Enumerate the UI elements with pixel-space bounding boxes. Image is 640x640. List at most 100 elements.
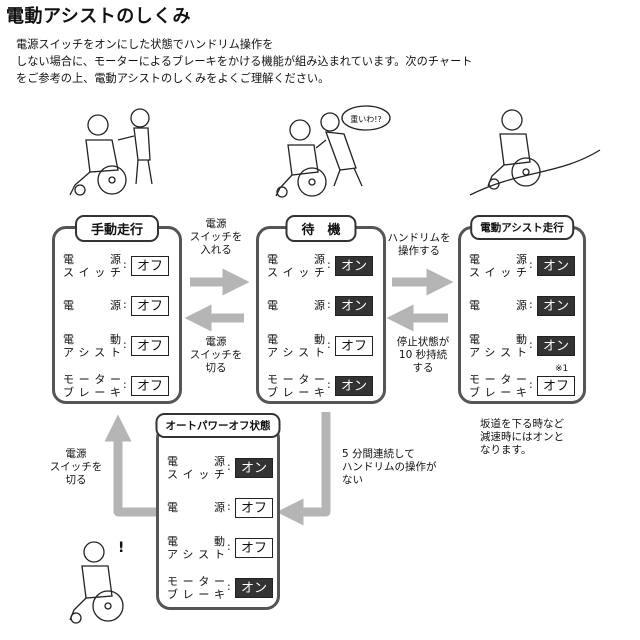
row-label: ブレーキ	[469, 386, 527, 399]
note-line: なります。	[480, 444, 532, 456]
row-assist: 電 動アシスト : オフ	[167, 535, 275, 565]
state-card-standby: 待 機 電 源スイッチ : オン 電 源 : オン 電 動アシスト : オフ モ…	[256, 215, 386, 404]
value-badge: オフ	[131, 376, 169, 396]
value-badge: オン	[335, 256, 373, 276]
state-card-manual: 手動走行 電 源スイッチ : オフ 電 源 : オフ 電 動アシスト : オフ …	[52, 215, 182, 404]
row-label: 電 源	[167, 501, 225, 514]
note-line: 切る	[65, 474, 87, 486]
intro-text: 電源スイッチをオンにした状態でハンドリム操作を しない場合に、モーターによるブレ…	[16, 36, 616, 87]
note-line: 電源	[205, 218, 227, 230]
colon: :	[529, 378, 533, 391]
colon: :	[123, 258, 127, 271]
row-label: スイッチ	[469, 266, 527, 279]
state-card-auto-off: オートパワーオフ状態 電 源スイッチ : オン 電 源 : オフ 電 動アシスト…	[155, 413, 281, 610]
note-line: する	[412, 362, 434, 374]
row-brake: モーターブレーキ : オフ	[63, 373, 177, 403]
colon: :	[123, 378, 127, 391]
row-power: 電 源 : オン	[469, 293, 581, 323]
value-badge: オン	[335, 376, 373, 396]
colon: :	[529, 338, 533, 351]
value-badge: オフ	[131, 256, 169, 276]
row-label: ブレーキ	[63, 386, 121, 399]
colon: :	[123, 338, 127, 351]
note-line: 電源	[65, 448, 87, 460]
value-badge: オン	[235, 458, 273, 478]
note-line: 入れる	[200, 244, 232, 256]
colon: :	[529, 298, 533, 311]
note-line: 減速時にはオンと	[480, 431, 564, 443]
state-title-standby: 待 機	[285, 215, 357, 242]
colon: :	[529, 258, 533, 271]
arrows	[104, 268, 454, 526]
arrow-autooff-to-manual	[104, 414, 160, 517]
row-label: 電 源	[267, 299, 325, 312]
state-title-manual: 手動走行	[74, 215, 160, 242]
row-label: スイッチ	[167, 468, 225, 481]
note-line: ハンドリムを	[387, 232, 451, 244]
row-power-switch: 電 源スイッチ : オン	[469, 253, 581, 283]
row-label: 電 動	[469, 333, 527, 346]
row-power-switch: 電 源スイッチ : オン	[267, 253, 381, 283]
value-badge: オフ	[335, 336, 373, 356]
note-line: スイッチを	[49, 461, 103, 473]
illustration-caregiver-heavy	[275, 105, 391, 198]
row-label: 電 源	[167, 455, 225, 468]
note-line: 操作する	[398, 245, 440, 257]
value-badge: オフ	[235, 498, 273, 518]
footnote: 坂道を下る時など 減速時にはオンと なります。	[480, 418, 564, 457]
row-label: アシスト	[63, 346, 121, 359]
colon: :	[327, 378, 331, 391]
state-title-assist: 電動アシスト走行	[470, 215, 574, 240]
row-assist: 電 動アシスト : オフ	[267, 333, 381, 363]
row-label: モーター	[469, 373, 527, 386]
row-label: モーター	[63, 373, 121, 386]
colon: :	[227, 580, 231, 593]
speech-bubble-text: 重いわ!?	[350, 114, 381, 124]
row-label: スイッチ	[63, 266, 121, 279]
note-standby-to-manual: 電源 スイッチを 切る	[186, 336, 246, 375]
colon: :	[227, 460, 231, 473]
row-label: 電 動	[267, 333, 325, 346]
illustration-assist-rider	[469, 109, 601, 196]
note-assist-to-standby: 停止状態が 10 秒持続 する	[390, 336, 456, 375]
row-brake: モーターブレーキ : オフ ※1	[469, 364, 581, 403]
row-label: モーター	[267, 373, 325, 386]
illustration-caregiver-pushing	[69, 108, 153, 196]
note-line: 停止状態が	[396, 336, 450, 348]
colon: :	[327, 298, 331, 311]
value-badge: オン	[537, 256, 575, 276]
value-badge: オフ	[537, 376, 575, 396]
intro-line-3: をご参考の上、電動アシストのしくみをよくご理解ください。	[16, 72, 330, 85]
note-line: 切る	[205, 362, 227, 374]
row-label: 電 源	[267, 253, 325, 266]
note-autooff-to-manual: 電源 スイッチを 切る	[46, 448, 106, 487]
arrow-standby-to-autooff	[276, 412, 331, 526]
intro-line-1: 電源スイッチをオンにした状態でハンドリム操作を	[16, 38, 274, 51]
note-line: 5 分間連続して	[342, 448, 415, 460]
row-label: アシスト	[469, 346, 527, 359]
note-line: 坂道を下る時など	[480, 418, 564, 430]
note-line: 10 秒持続	[398, 349, 448, 361]
state-title-auto-off: オートパワーオフ状態	[155, 413, 281, 438]
colon: :	[123, 298, 127, 311]
note-standby-to-assist: ハンドリムを 操作する	[386, 232, 452, 258]
row-label: 電 動	[167, 535, 225, 548]
note-mark: ※1	[555, 364, 569, 374]
row-label: 電 源	[469, 253, 527, 266]
exclaim-mark: !	[118, 540, 124, 556]
note-line: 電源	[205, 336, 227, 348]
row-label: 電 源	[63, 253, 121, 266]
row-label: アシスト	[167, 548, 225, 561]
value-badge: オン	[537, 296, 575, 316]
note-line: ない	[342, 474, 363, 486]
colon: :	[327, 338, 331, 351]
value-badge: オフ	[235, 538, 273, 558]
note-line: スイッチを	[189, 349, 243, 361]
colon: :	[227, 500, 231, 513]
row-assist: 電 動アシスト : オフ	[63, 333, 177, 363]
note-line: スイッチを	[189, 231, 243, 243]
row-label: 電 源	[469, 299, 527, 312]
row-brake: モーターブレーキ : オン	[267, 373, 381, 403]
row-label: スイッチ	[267, 266, 325, 279]
value-badge: オン	[537, 336, 575, 356]
